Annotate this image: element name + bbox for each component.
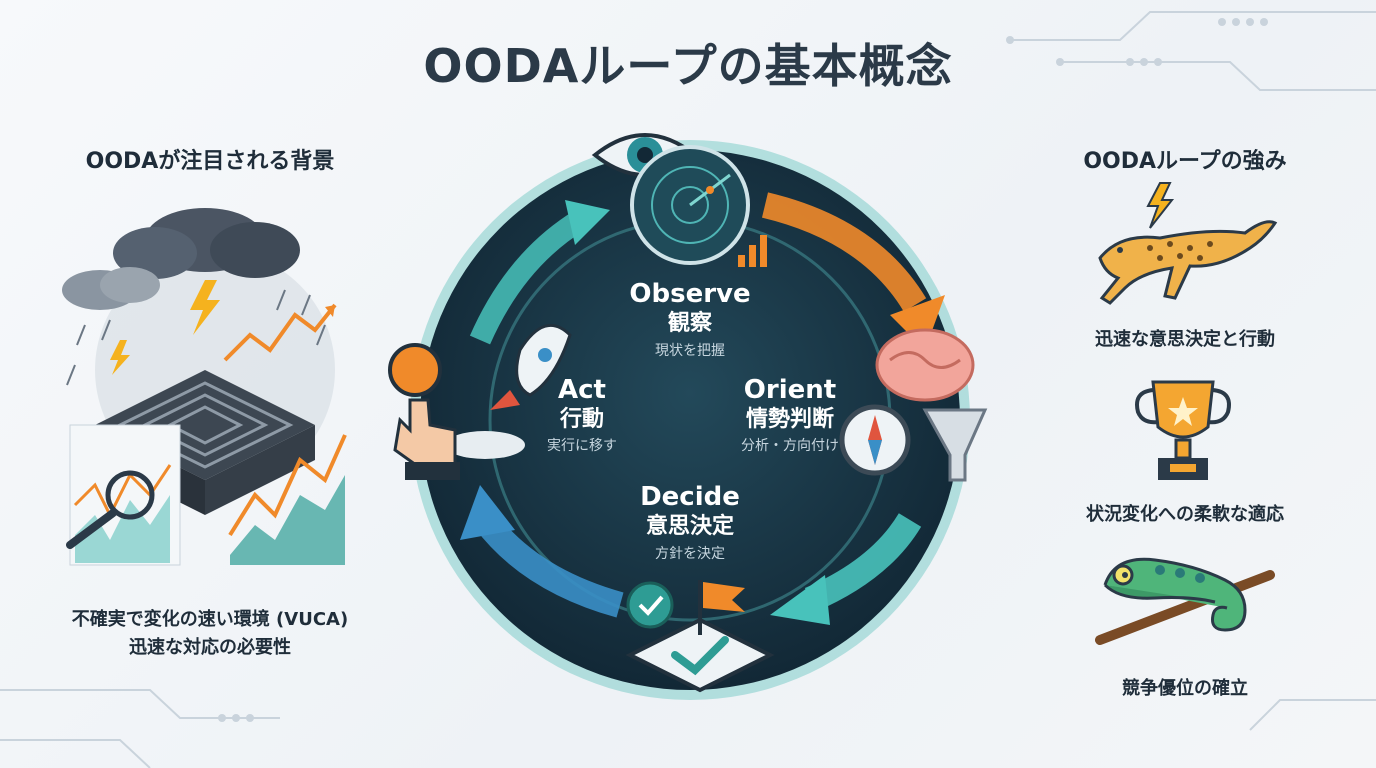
orange-arrow-icon	[761, 192, 945, 350]
lightning-icon	[110, 340, 130, 375]
lightning-icon	[190, 280, 220, 335]
teal-arrow-icon	[770, 513, 922, 625]
rocket-icon	[445, 324, 572, 459]
vuca-illustration	[62, 208, 347, 566]
teal-arrow-icon	[469, 200, 610, 345]
bar-chart-icon	[738, 235, 767, 267]
radar-icon	[630, 145, 750, 265]
orient-en: Orient	[744, 375, 836, 405]
compass-icon	[839, 404, 911, 476]
strength-label: 迅速な意思決定と行動	[1095, 329, 1275, 350]
decide-ja: 意思決定	[646, 513, 734, 539]
cheetah-icon	[1098, 182, 1278, 305]
left-caption-line1: 不確実で変化の速い環境 (VUCA)	[71, 609, 349, 630]
blue-arrow-icon	[460, 485, 624, 618]
act-ja: 行動	[559, 406, 604, 432]
act-en: Act	[558, 375, 606, 405]
chameleon-icon	[1095, 557, 1275, 645]
decide-en: Decide	[640, 482, 740, 512]
storm-cloud-icon	[62, 208, 300, 310]
volatility-chart-icon	[69, 424, 181, 566]
left-caption-line2: 迅速な対応の必要性	[129, 637, 291, 658]
right-heading: OODAループの強み	[1083, 149, 1287, 174]
observe-ja: 観察	[668, 310, 713, 336]
strength-label: 状況変化への柔軟な適応	[1086, 504, 1284, 525]
rain-icon	[66, 289, 326, 386]
orient-sub: 分析・方向付け	[741, 438, 839, 454]
funnel-icon	[922, 408, 988, 482]
decide-sub: 方針を決定	[655, 546, 725, 562]
act-sub: 実行に移す	[547, 438, 617, 454]
decision-checkbox-icon	[625, 617, 775, 693]
page-title: OODAループの基本概念	[423, 39, 953, 93]
ooda-cycle-diagram: Observe 観察 現状を把握 Orient 情勢判断 分析・方向付け Dec…	[388, 133, 988, 700]
check-pin-icon	[626, 581, 674, 629]
left-heading: OODAが注目される背景	[85, 149, 335, 174]
magnifier-icon	[66, 470, 155, 549]
pointing-hand-icon	[393, 398, 460, 480]
press-button-icon	[388, 343, 442, 397]
cycle-circle	[420, 150, 960, 690]
trophy-icon	[1135, 380, 1231, 480]
strength-label: 競争優位の確立	[1122, 678, 1248, 699]
observe-sub: 現状を把握	[655, 343, 725, 359]
observe-en: Observe	[629, 279, 750, 309]
growth-chart-icon	[228, 434, 347, 565]
trend-line-icon	[223, 303, 337, 362]
orient-ja: 情勢判断	[746, 406, 834, 432]
brain-icon	[875, 328, 975, 402]
flag-icon	[698, 580, 745, 635]
